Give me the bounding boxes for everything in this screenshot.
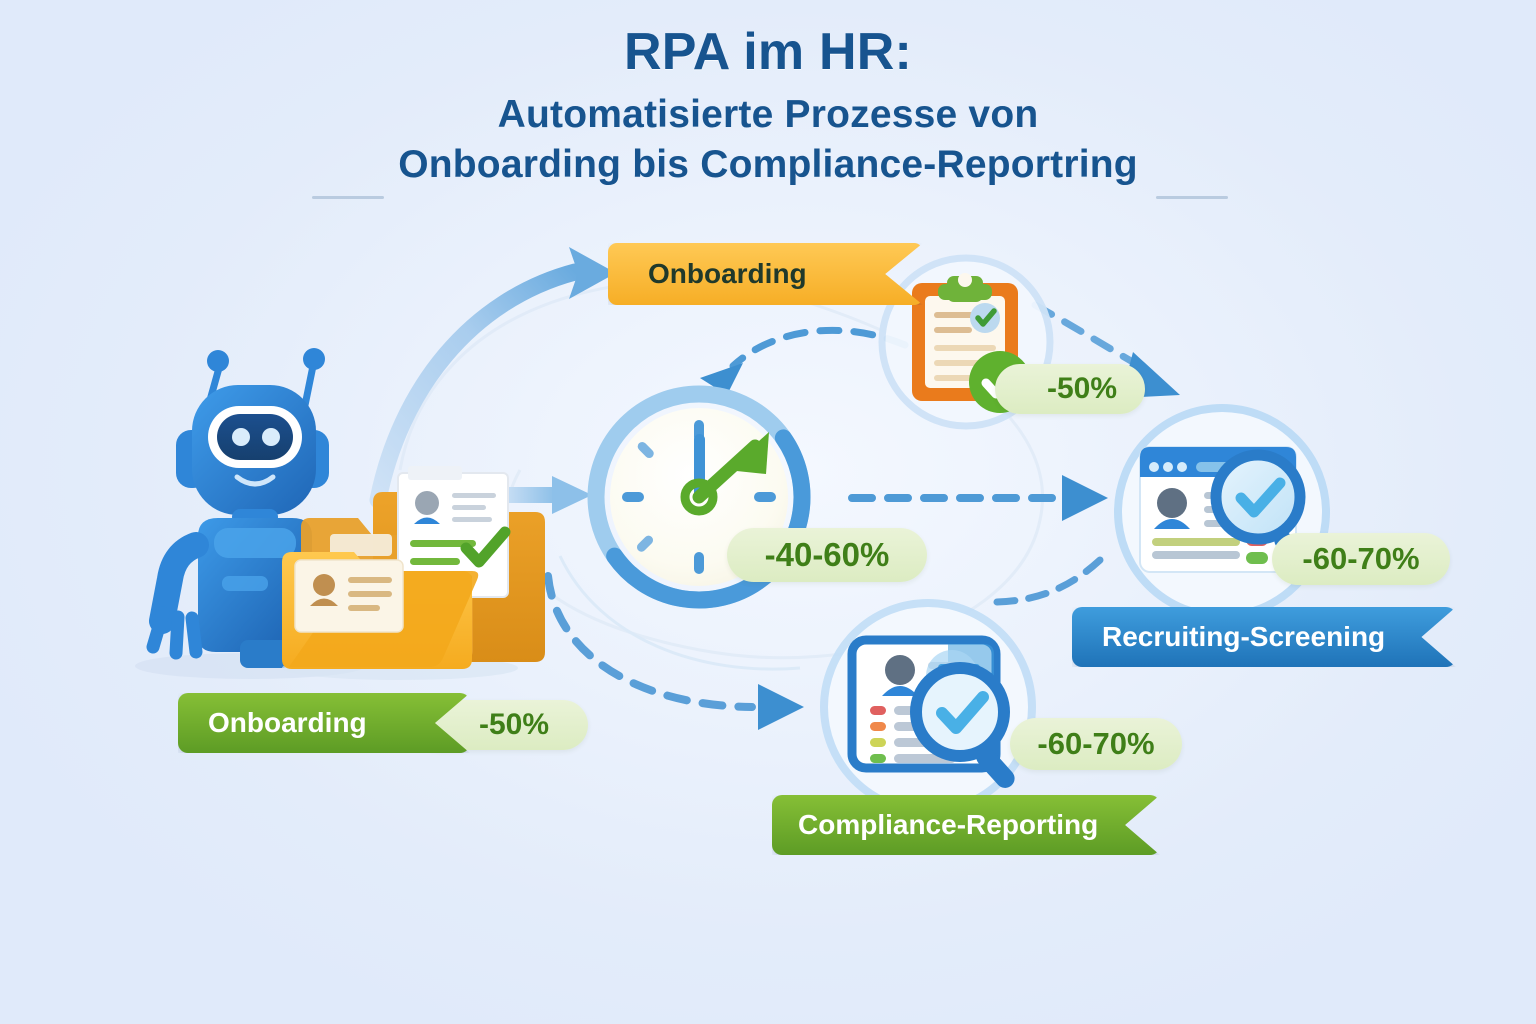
metric-recruiting: -60-70% bbox=[1272, 533, 1450, 585]
badge-onboarding-top[interactable]: Onboarding bbox=[608, 243, 923, 305]
document-check-icon bbox=[397, 466, 511, 598]
title-line-1: RPA im HR: bbox=[624, 23, 912, 81]
employee-card-icon bbox=[294, 559, 404, 633]
badge-onboarding-left-label: Onboarding bbox=[208, 707, 367, 738]
dashed-arrow-recruiting-to-compliance bbox=[981, 556, 1104, 606]
title-line-3: Onboarding bis Compliance-Reportring bbox=[398, 143, 1138, 186]
badge-onboarding-top-label: Onboarding bbox=[648, 258, 807, 289]
dashed-arrow-clipboard-to-left bbox=[700, 326, 909, 395]
metric-onboarding-top: -50% bbox=[995, 364, 1145, 414]
metric-compliance: -60-70% bbox=[1010, 718, 1182, 770]
arrow-robot-to-onboarding bbox=[369, 247, 616, 509]
badge-compliance-reporting[interactable]: Compliance-Reporting bbox=[772, 795, 1160, 855]
halo-compliance bbox=[820, 599, 1036, 815]
badge-compliance-label: Compliance-Reporting bbox=[798, 809, 1099, 840]
badge-recruiting-screening[interactable]: Recruiting-Screening bbox=[1072, 607, 1456, 667]
title-rule-left bbox=[312, 196, 384, 199]
title-rule-right bbox=[1156, 196, 1228, 199]
magnifier-check-icon-2 bbox=[910, 662, 1015, 788]
title-line-2: Automatisierte Prozesse von bbox=[497, 93, 1039, 136]
badge-onboarding-left[interactable]: Onboarding bbox=[178, 693, 470, 753]
metric-time-savings: -40-60% bbox=[727, 528, 927, 582]
page-title: RPA im HR: Automatisierte Prozesse von O… bbox=[0, 26, 1536, 184]
growth-arrow-hand bbox=[680, 432, 769, 516]
dashed-arrow-clock-to-recruiting bbox=[848, 475, 1108, 521]
dashed-arrow-to-compliance bbox=[544, 572, 804, 730]
badge-recruiting-label: Recruiting-Screening bbox=[1102, 621, 1386, 652]
arrow-folder-to-clock bbox=[500, 476, 592, 514]
